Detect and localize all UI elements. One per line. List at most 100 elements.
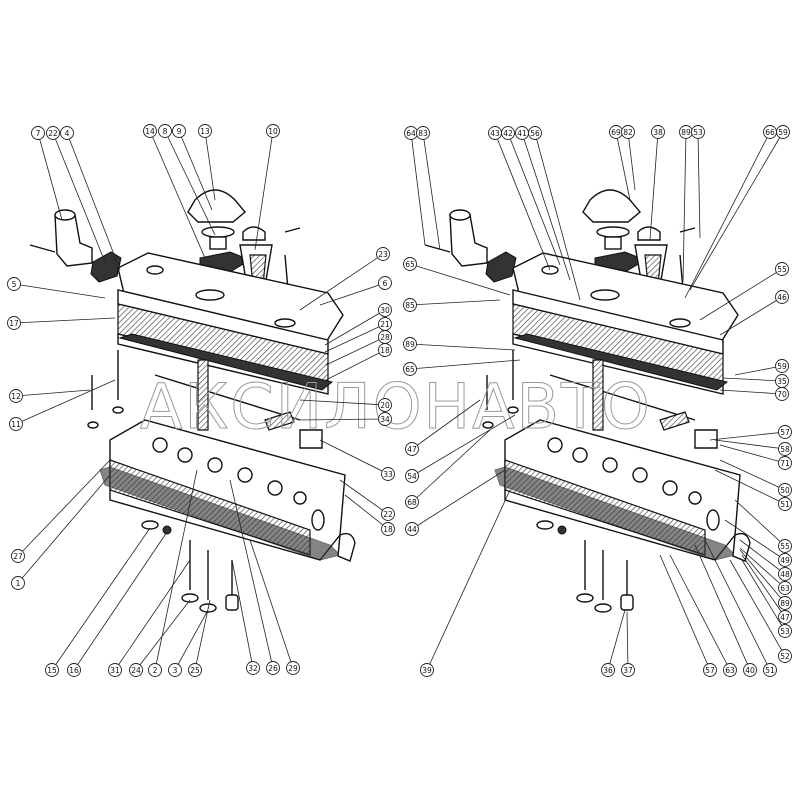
right-leader-line — [411, 399, 481, 450]
left-leader-line — [114, 559, 191, 671]
callout-circle — [601, 663, 615, 677]
left-callout-16: 16 — [67, 663, 81, 677]
callout-circle — [775, 290, 789, 304]
right-leader-line — [709, 431, 786, 441]
callout-number: 25 — [190, 666, 200, 675]
left-leader-line — [135, 599, 191, 671]
callout-circle — [403, 257, 417, 271]
left-callout-5: 5 — [7, 277, 21, 291]
callout-number: 35 — [777, 377, 787, 386]
left-leader-line — [178, 130, 213, 211]
callout-circle — [378, 303, 392, 317]
callout-circle — [405, 522, 419, 536]
left-callout-22: 22 — [46, 126, 60, 140]
callout-number: 18 — [383, 525, 393, 534]
left-callout-21: 21 — [378, 317, 392, 331]
right-leader-line — [739, 547, 786, 589]
left-leader-line — [52, 132, 106, 263]
right-leader-line — [719, 459, 786, 491]
callout-number: 50 — [780, 486, 790, 495]
callout-number: 59 — [777, 362, 787, 371]
callout-number: 24 — [131, 666, 141, 675]
callout-number: 57 — [780, 428, 790, 437]
callout-circle — [416, 126, 430, 140]
left-leader-line — [73, 531, 168, 671]
callout-number: 31 — [110, 666, 120, 675]
callout-number: 49 — [780, 556, 790, 565]
right-callout-64: 64 — [404, 126, 418, 140]
right-leader-line — [659, 554, 711, 671]
left-callout-30: 30 — [378, 303, 392, 317]
left-callout-15: 15 — [45, 663, 59, 677]
left-callout-31: 31 — [108, 663, 122, 677]
callout-number: 10 — [268, 127, 278, 136]
left-callout-18: 18 — [378, 343, 392, 357]
right-leader-line — [734, 365, 783, 376]
callout-number: 21 — [380, 320, 390, 329]
callout-circle — [168, 663, 182, 677]
callout-number: 39 — [422, 666, 432, 675]
callout-number: 54 — [407, 472, 417, 481]
callout-number: 55 — [780, 542, 790, 551]
callout-circle — [266, 124, 280, 138]
callout-circle — [403, 298, 417, 312]
callout-circle — [158, 124, 172, 138]
callout-circle — [7, 316, 21, 330]
right-leader-line — [719, 389, 783, 395]
callout-circle — [378, 398, 392, 412]
callout-number: 66 — [765, 128, 775, 137]
callout-number: 56 — [530, 129, 540, 138]
left-leader-line — [15, 389, 91, 397]
right-leader-line — [689, 131, 784, 291]
callout-number: 11 — [11, 420, 21, 429]
right-leader-line — [739, 539, 786, 575]
right-callout-51: 51 — [763, 663, 777, 677]
right-leader-line — [409, 299, 501, 306]
callout-circle — [286, 661, 300, 675]
callout-circle — [188, 663, 202, 677]
right-leader-line — [722, 377, 783, 382]
callout-circle — [651, 125, 665, 139]
callout-number: 12 — [11, 392, 21, 401]
callout-circle — [143, 124, 157, 138]
callout-number: 89 — [780, 599, 790, 608]
right-leader-line — [627, 131, 636, 191]
callout-circle — [403, 337, 417, 351]
right-callout-57: 57 — [778, 425, 792, 439]
right-callout-56: 56 — [528, 126, 542, 140]
callout-number: 51 — [765, 666, 775, 675]
right-callout-53: 53 — [691, 125, 705, 139]
right-leader-line — [626, 611, 629, 671]
callout-circle — [778, 425, 792, 439]
left-leader-line — [174, 609, 209, 671]
callout-circle — [501, 126, 515, 140]
callout-circle — [528, 126, 542, 140]
right-leader-line — [494, 132, 551, 271]
callout-number: 46 — [777, 293, 787, 302]
callout-number: 1 — [16, 579, 21, 588]
right-callout-65: 65 — [403, 362, 417, 376]
right-callout-51: 51 — [778, 497, 792, 511]
callout-circle — [381, 507, 395, 521]
right-leader-line — [521, 132, 571, 281]
callout-number: 32 — [248, 664, 258, 673]
left-callout-3: 3 — [168, 663, 182, 677]
callout-circle — [403, 362, 417, 376]
right-callout-65: 65 — [403, 257, 417, 271]
right-callout-53: 53 — [778, 624, 792, 638]
callout-circle — [9, 389, 23, 403]
callout-number: 41 — [517, 129, 527, 138]
callout-circle — [60, 126, 74, 140]
callout-circle — [703, 663, 717, 677]
right-leader-line — [741, 554, 786, 618]
callout-circle — [11, 576, 25, 590]
left-leader-line — [249, 539, 294, 669]
left-callout-26: 26 — [266, 661, 280, 675]
callout-circle — [376, 247, 390, 261]
right-callout-70: 70 — [775, 387, 789, 401]
right-callout-69: 69 — [609, 125, 623, 139]
left-leader-line — [13, 283, 106, 299]
left-leader-line — [194, 599, 211, 671]
callout-number: 23 — [378, 250, 388, 259]
